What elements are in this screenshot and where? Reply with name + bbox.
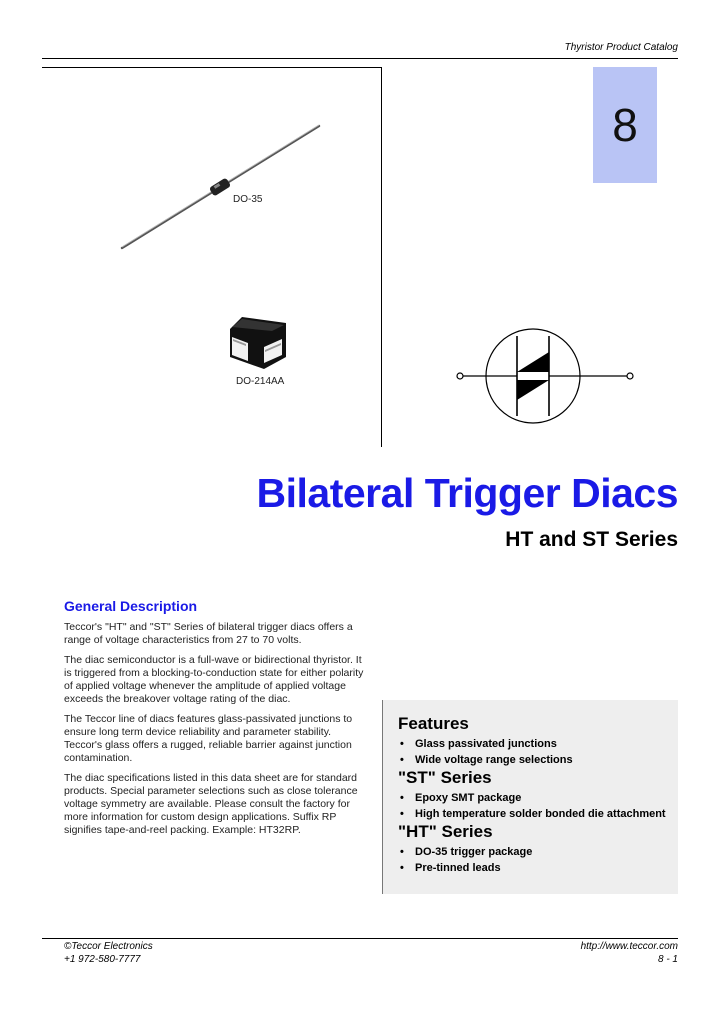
feature-text: Pre-tinned leads xyxy=(415,862,501,874)
do35-label: DO-35 xyxy=(233,194,263,205)
bullet-icon: • xyxy=(400,862,404,874)
ht-series-heading: "HT" Series xyxy=(398,822,493,841)
description-paragraph: Teccor's "HT" and "ST" Series of bilater… xyxy=(64,621,353,646)
feature-text: High temperature solder bonded die attac… xyxy=(415,808,666,820)
frame-top-line xyxy=(42,67,382,68)
header-rule xyxy=(42,58,678,59)
diac-symbol-icon xyxy=(456,328,634,424)
feature-text: Epoxy SMT package xyxy=(415,792,522,804)
footer-company: ©Teccor Electronics xyxy=(64,941,153,952)
feature-item: • Glass passivated junctions xyxy=(383,736,678,752)
feature-item: • Epoxy SMT package xyxy=(383,790,678,806)
bullet-icon: • xyxy=(400,738,404,750)
st-features-list: • Epoxy SMT package • High temperature sol… xyxy=(383,790,678,822)
feature-text: Wide voltage range selections xyxy=(415,754,573,766)
feature-item: • Wide voltage range selections xyxy=(383,752,678,768)
catalog-header: Thyristor Product Catalog xyxy=(564,42,678,53)
do214aa-package-image xyxy=(230,317,286,369)
section-number: 8 xyxy=(612,99,638,151)
general-description-body: Teccor's "HT" and "ST" Series of bilater… xyxy=(64,621,364,844)
page-title: Bilateral Trigger Diacs xyxy=(256,470,679,516)
feature-text: Glass passivated junctions xyxy=(415,738,557,750)
bullet-icon: • xyxy=(400,754,404,766)
do35-package-image xyxy=(120,124,321,250)
ht-features-list: • DO-35 trigger package • Pre-tinned leads xyxy=(383,844,678,876)
feature-item: • High temperature solder bonded die atta… xyxy=(383,806,678,822)
bullet-icon: • xyxy=(400,846,404,858)
bullet-icon: • xyxy=(400,792,404,804)
frame-right-line xyxy=(381,67,382,447)
feature-item: • DO-35 trigger package xyxy=(383,844,678,860)
footer-phone: +1 972-580-7777 xyxy=(64,954,141,965)
do214aa-label: DO-214AA xyxy=(236,376,285,387)
features-heading: Features xyxy=(398,714,469,733)
description-paragraph: The diac specifications listed in this d… xyxy=(64,772,358,836)
page-subtitle: HT and ST Series xyxy=(505,528,678,551)
description-paragraph: The diac semiconductor is a full-wave or… xyxy=(64,654,364,705)
features-list: • Glass passivated junctions • Wide voltag… xyxy=(383,736,678,768)
footer-url[interactable]: http://www.teccor.com xyxy=(580,941,678,952)
features-box: Features • Glass passivated junctions • Wi… xyxy=(382,700,678,894)
feature-item: • Pre-tinned leads xyxy=(383,860,678,876)
bullet-icon: • xyxy=(400,808,404,820)
footer-rule xyxy=(42,938,678,939)
footer-page-number: 8 - 1 xyxy=(657,954,678,965)
st-series-heading: "ST" Series xyxy=(398,768,492,787)
general-description-heading: General Description xyxy=(64,598,198,614)
section-tab: 8 xyxy=(593,67,657,183)
feature-text: DO-35 trigger package xyxy=(415,846,533,858)
description-paragraph: The Teccor line of diacs features glass-… xyxy=(64,713,353,764)
